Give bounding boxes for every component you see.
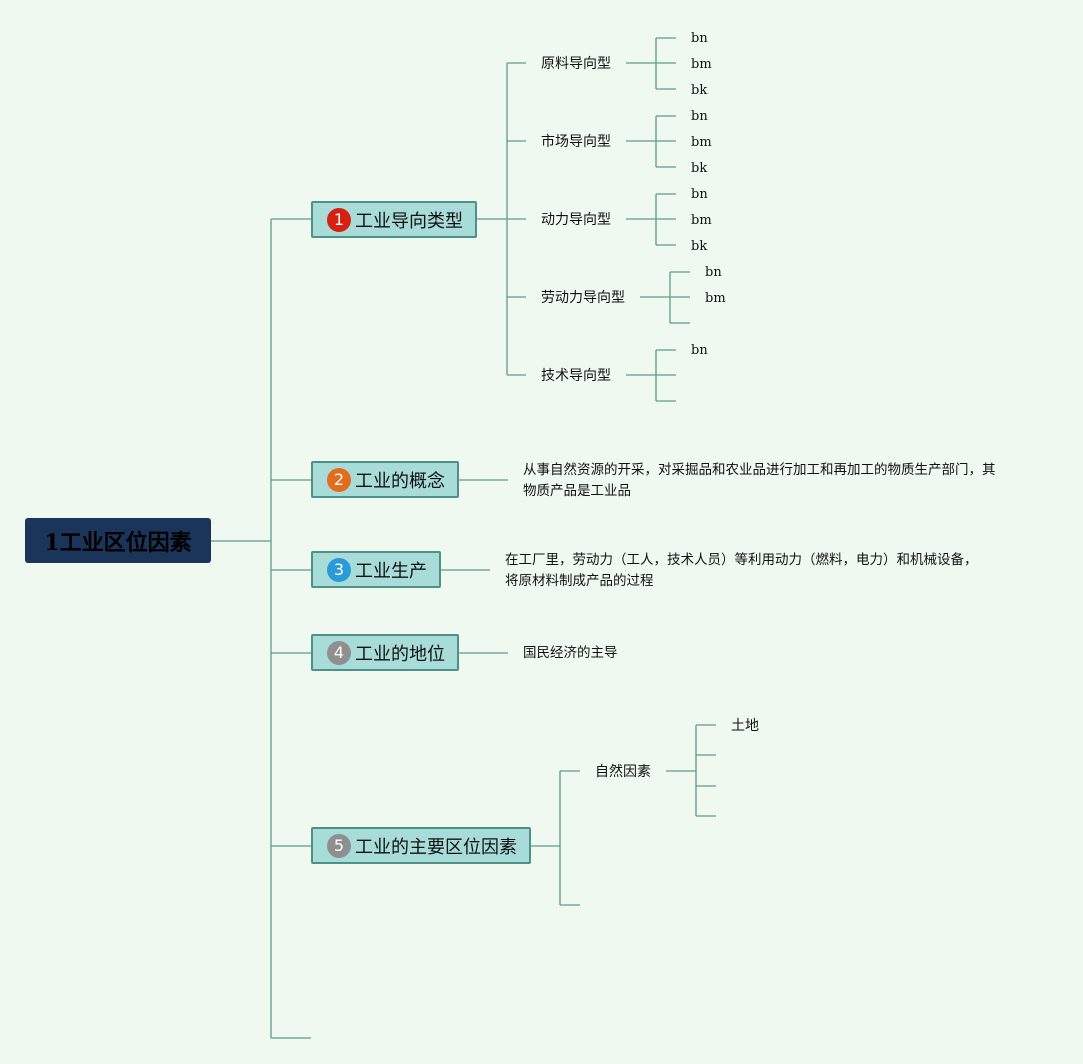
leaf-topic[interactable]: bn xyxy=(691,343,708,358)
branch-industry-orientation-types[interactable]: 1 工业导向类型 xyxy=(311,201,477,238)
leaf-topic-land[interactable]: 土地 xyxy=(731,718,759,734)
root-topic-label: 1工业区位因素 xyxy=(44,529,192,556)
number-3-badge-icon: 3 xyxy=(327,557,351,582)
leaf-topic[interactable]: bm xyxy=(691,135,712,150)
leaf-topic[interactable]: bk xyxy=(691,239,708,254)
leaf-topic[interactable]: bk xyxy=(691,161,708,176)
subtopic-power-oriented[interactable]: 动力导向型 xyxy=(541,212,611,228)
subtopic-technology-oriented[interactable]: 技术导向型 xyxy=(541,368,611,384)
leaf-topic[interactable]: bm xyxy=(705,291,726,306)
subtopic-natural-factors[interactable]: 自然因素 xyxy=(595,764,651,780)
leaf-topic[interactable]: bk xyxy=(691,83,708,98)
leaf-topic[interactable]: bn xyxy=(705,265,722,280)
leaf-topic[interactable]: bm xyxy=(691,213,712,228)
leaf-topic[interactable]: bn xyxy=(691,109,708,124)
branch-label: 工业生产 xyxy=(355,560,427,582)
description-line: 在工厂里，劳动力（工人，技术人员）等利用动力（燃料，电力）和机械设备， xyxy=(505,552,978,568)
number-4-badge-icon: 4 xyxy=(327,640,351,665)
leaf-topic[interactable]: bn xyxy=(691,187,708,202)
branch-industrial-production[interactable]: 3 工业生产 xyxy=(311,551,441,588)
branch-label: 工业的地位 xyxy=(355,643,445,665)
branch-label: 工业导向类型 xyxy=(355,210,463,232)
branch-main-location-factors[interactable]: 5 工业的主要区位因素 xyxy=(311,827,531,864)
number-5-badge-icon: 5 xyxy=(327,833,351,858)
description-line: 将原材料制成产品的过程 xyxy=(505,573,654,589)
description-industrial-production[interactable]: 在工厂里，劳动力（工人，技术人员）等利用动力（燃料，电力）和机械设备， 将原材料… xyxy=(505,550,1025,592)
branch-industry-status[interactable]: 4 工业的地位 xyxy=(311,634,459,671)
number-2-badge-icon: 2 xyxy=(327,467,351,492)
root-topic[interactable]: 1工业区位因素 xyxy=(25,518,211,563)
description-industry-concept[interactable]: 从事自然资源的开采，对采掘品和农业品进行加工和再加工的物质生产部门，其 物质产品… xyxy=(523,460,1043,502)
description-industry-status[interactable]: 国民经济的主导 xyxy=(523,643,618,664)
subtopic-raw-material-oriented[interactable]: 原料导向型 xyxy=(541,56,611,72)
number-1-badge-icon: 1 xyxy=(327,207,351,232)
leaf-topic[interactable]: bn xyxy=(691,31,708,46)
subtopic-labor-oriented[interactable]: 劳动力导向型 xyxy=(541,290,625,306)
branch-label: 工业的概念 xyxy=(355,470,445,492)
description-line: 物质产品是工业品 xyxy=(523,483,631,499)
leaf-topic[interactable]: bm xyxy=(691,57,712,72)
subtopic-market-oriented[interactable]: 市场导向型 xyxy=(541,134,611,150)
description-line: 从事自然资源的开采，对采掘品和农业品进行加工和再加工的物质生产部门，其 xyxy=(523,462,996,478)
branch-industry-concept[interactable]: 2 工业的概念 xyxy=(311,461,459,498)
branch-label: 工业的主要区位因素 xyxy=(355,836,517,858)
description-line: 国民经济的主导 xyxy=(523,645,618,661)
